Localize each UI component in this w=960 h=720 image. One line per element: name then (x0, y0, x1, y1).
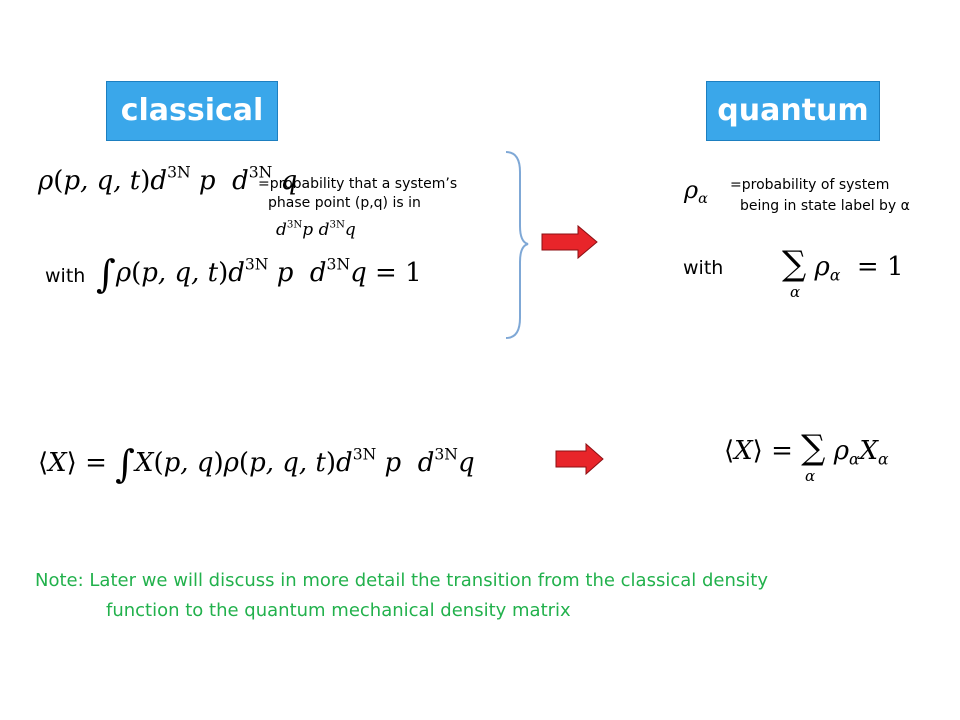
classical-probability-line-1: =probability that a system’s (258, 176, 458, 192)
classical-with-label: with (45, 265, 86, 287)
volume-element: d3Np d3Nq (276, 219, 356, 240)
quantum-expectation-sum-index: α (805, 467, 816, 485)
right-arrow-icon (541, 224, 598, 260)
curly-brace-icon (505, 151, 529, 339)
note-line-1: Note: Later we will discuss in more deta… (35, 570, 768, 591)
quantum-probability-line-2: being in state label by α (740, 198, 910, 214)
quantum-normalization: ∑ ρα = 1 (782, 244, 904, 285)
quantum-probability-line-1: =probability of system (730, 177, 890, 193)
quantum-expectation: ⟨X⟩ = ∑ ραXα (724, 428, 889, 469)
quantum-rho-alpha: ρα (684, 176, 708, 208)
quantum-heading: quantum (706, 81, 880, 141)
classical-normalization: ∫ρ(p, q, t)d3N p d3Nq = 1 (96, 252, 422, 296)
classical-density-expression: ρ(p, q, t)d3N p d3N q (38, 163, 298, 196)
quantum-sum-index: α (790, 283, 801, 301)
right-arrow-icon (555, 442, 604, 476)
classical-heading: classical (106, 81, 278, 141)
note-line-2: function to the quantum mechanical densi… (106, 600, 571, 621)
classical-probability-line-2: phase point (p,q) is in (268, 195, 421, 211)
quantum-with-label: with (683, 257, 724, 279)
classical-expectation: ⟨X⟩ = ∫X(p, q)ρ(p, q, t)d3N p d3Nq (38, 442, 475, 486)
rho-symbol: ρ (38, 166, 54, 196)
